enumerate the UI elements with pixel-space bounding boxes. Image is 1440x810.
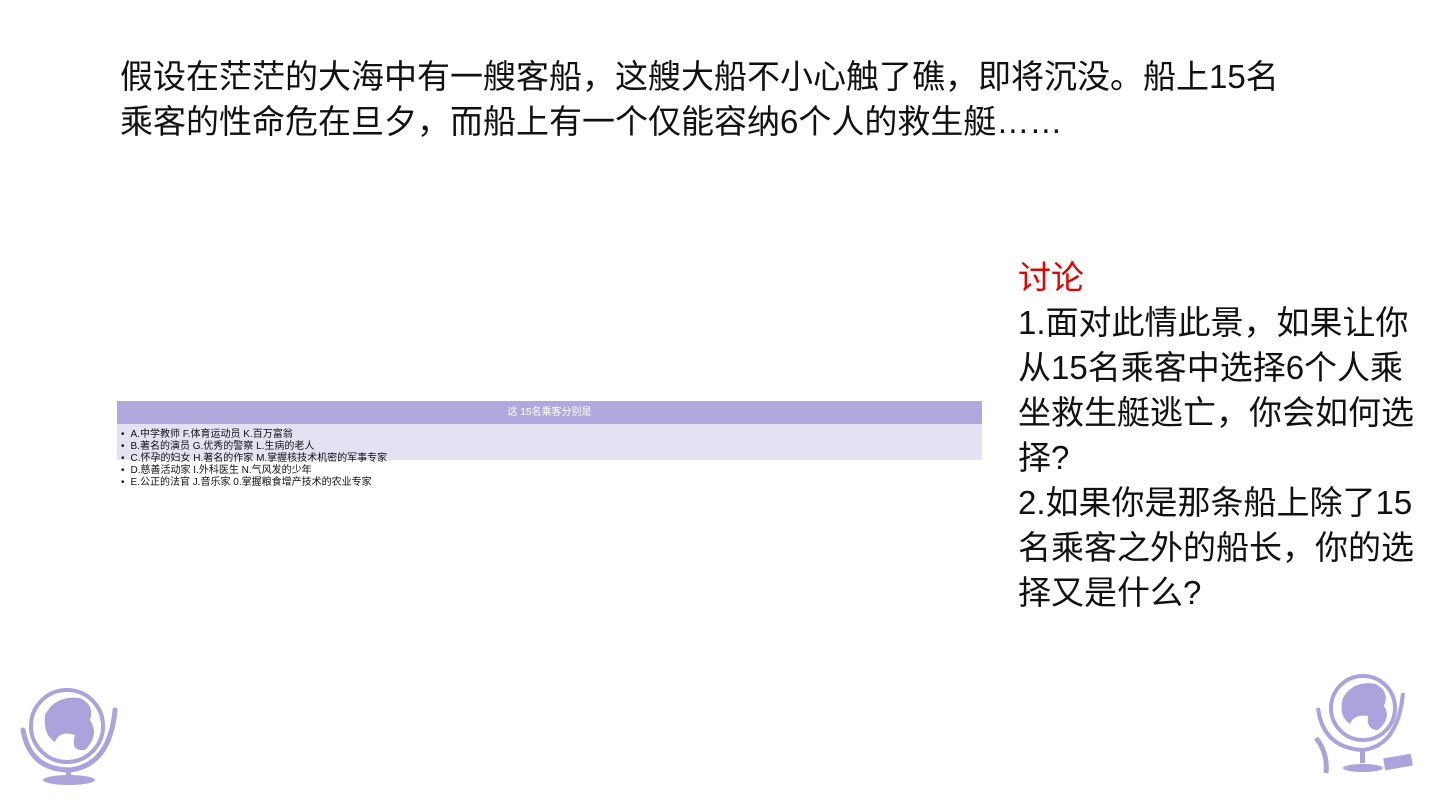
globe-book-icon [1314, 674, 1413, 774]
question-2: 2.如果你是那条船上除了15名乘客之外的船长，你的选择又是什么? [1018, 484, 1414, 611]
list-item: C.怀孕的妇女 H.著名的作家 M.掌握核技术机密的军事专家 [117, 453, 982, 465]
question-1: 1.面对此情此景，如果让你从15名乘客中选择6个人乘坐救生艇逃亡，你会如何选择? [1018, 304, 1414, 476]
table-header: 这 15名乘客分别是 [117, 401, 982, 424]
list-item: B.著名的演员 G.优秀的警察 L.生病的老人 [117, 441, 982, 453]
discussion-block: 讨论 1.面对此情此景，如果让你从15名乘客中选择6个人乘坐救生艇逃亡，你会如何… [1018, 255, 1418, 615]
globe-icon [20, 688, 118, 785]
list-item: D.慈善活动家 I.外科医生 N.气风发的少年 [117, 465, 982, 477]
list-item: E.公正的法官 J.音乐家 0.掌握粮食增产技术的农业专家 [117, 477, 982, 489]
list-item: A.中学教师 F.体育运动员 K.百万富翁 [117, 429, 982, 441]
slide-title: 假设在茫茫的大海中有一艘客船，这艘大船不小心触了礁，即将沉没。船上15名乘客的性… [120, 58, 1279, 140]
discussion-heading: 讨论 [1018, 259, 1084, 296]
table-body: A.中学教师 F.体育运动员 K.百万富翁 B.著名的演员 G.优秀的警察 L.… [117, 424, 982, 489]
passenger-table: 这 15名乘客分别是 A.中学教师 F.体育运动员 K.百万富翁 B.著名的演员… [117, 401, 982, 489]
